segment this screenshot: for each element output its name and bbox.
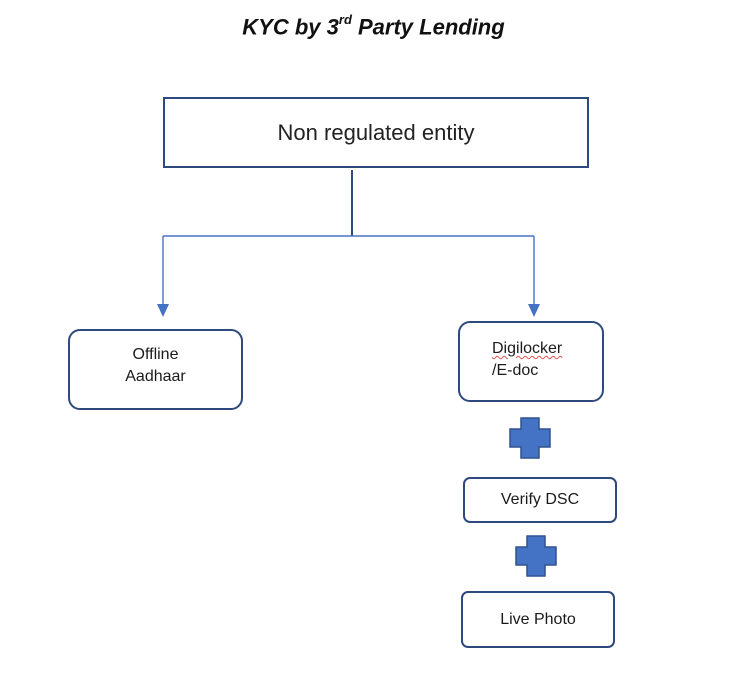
diagram-title: KYC by 3rd Party Lending: [0, 12, 747, 40]
title-suffix: Party Lending: [351, 14, 505, 40]
node-photo-label: Live Photo: [500, 610, 576, 628]
node-offline-line1: Offline: [132, 345, 179, 363]
node-non-regulated-entity: Non regulated entity: [163, 97, 589, 168]
node-live-photo: Live Photo: [461, 591, 615, 648]
node-offline-line2: Aadhaar: [125, 367, 186, 385]
node-offline-label: Offline Aadhaar: [125, 344, 186, 388]
plus-icon: [515, 535, 557, 577]
title-prefix: KYC by 3: [242, 14, 339, 40]
plus-icon: [509, 417, 551, 459]
node-digilocker-line1: Digilocker: [492, 340, 563, 357]
node-digilocker-label: Digilocker /E-doc: [492, 338, 562, 382]
arrow-down-icon: [157, 304, 169, 317]
node-offline-aadhaar: Offline Aadhaar: [68, 329, 243, 410]
node-verify-dsc: Verify DSC: [463, 477, 617, 523]
node-dsc-label: Verify DSC: [500, 491, 580, 508]
node-root-label: Non regulated entity: [277, 119, 475, 145]
node-digilocker-line2: /E-doc: [492, 362, 539, 379]
node-digilocker: Digilocker /E-doc: [458, 321, 604, 402]
arrow-down-icon: [528, 304, 540, 317]
title-superscript: rd: [338, 12, 352, 27]
